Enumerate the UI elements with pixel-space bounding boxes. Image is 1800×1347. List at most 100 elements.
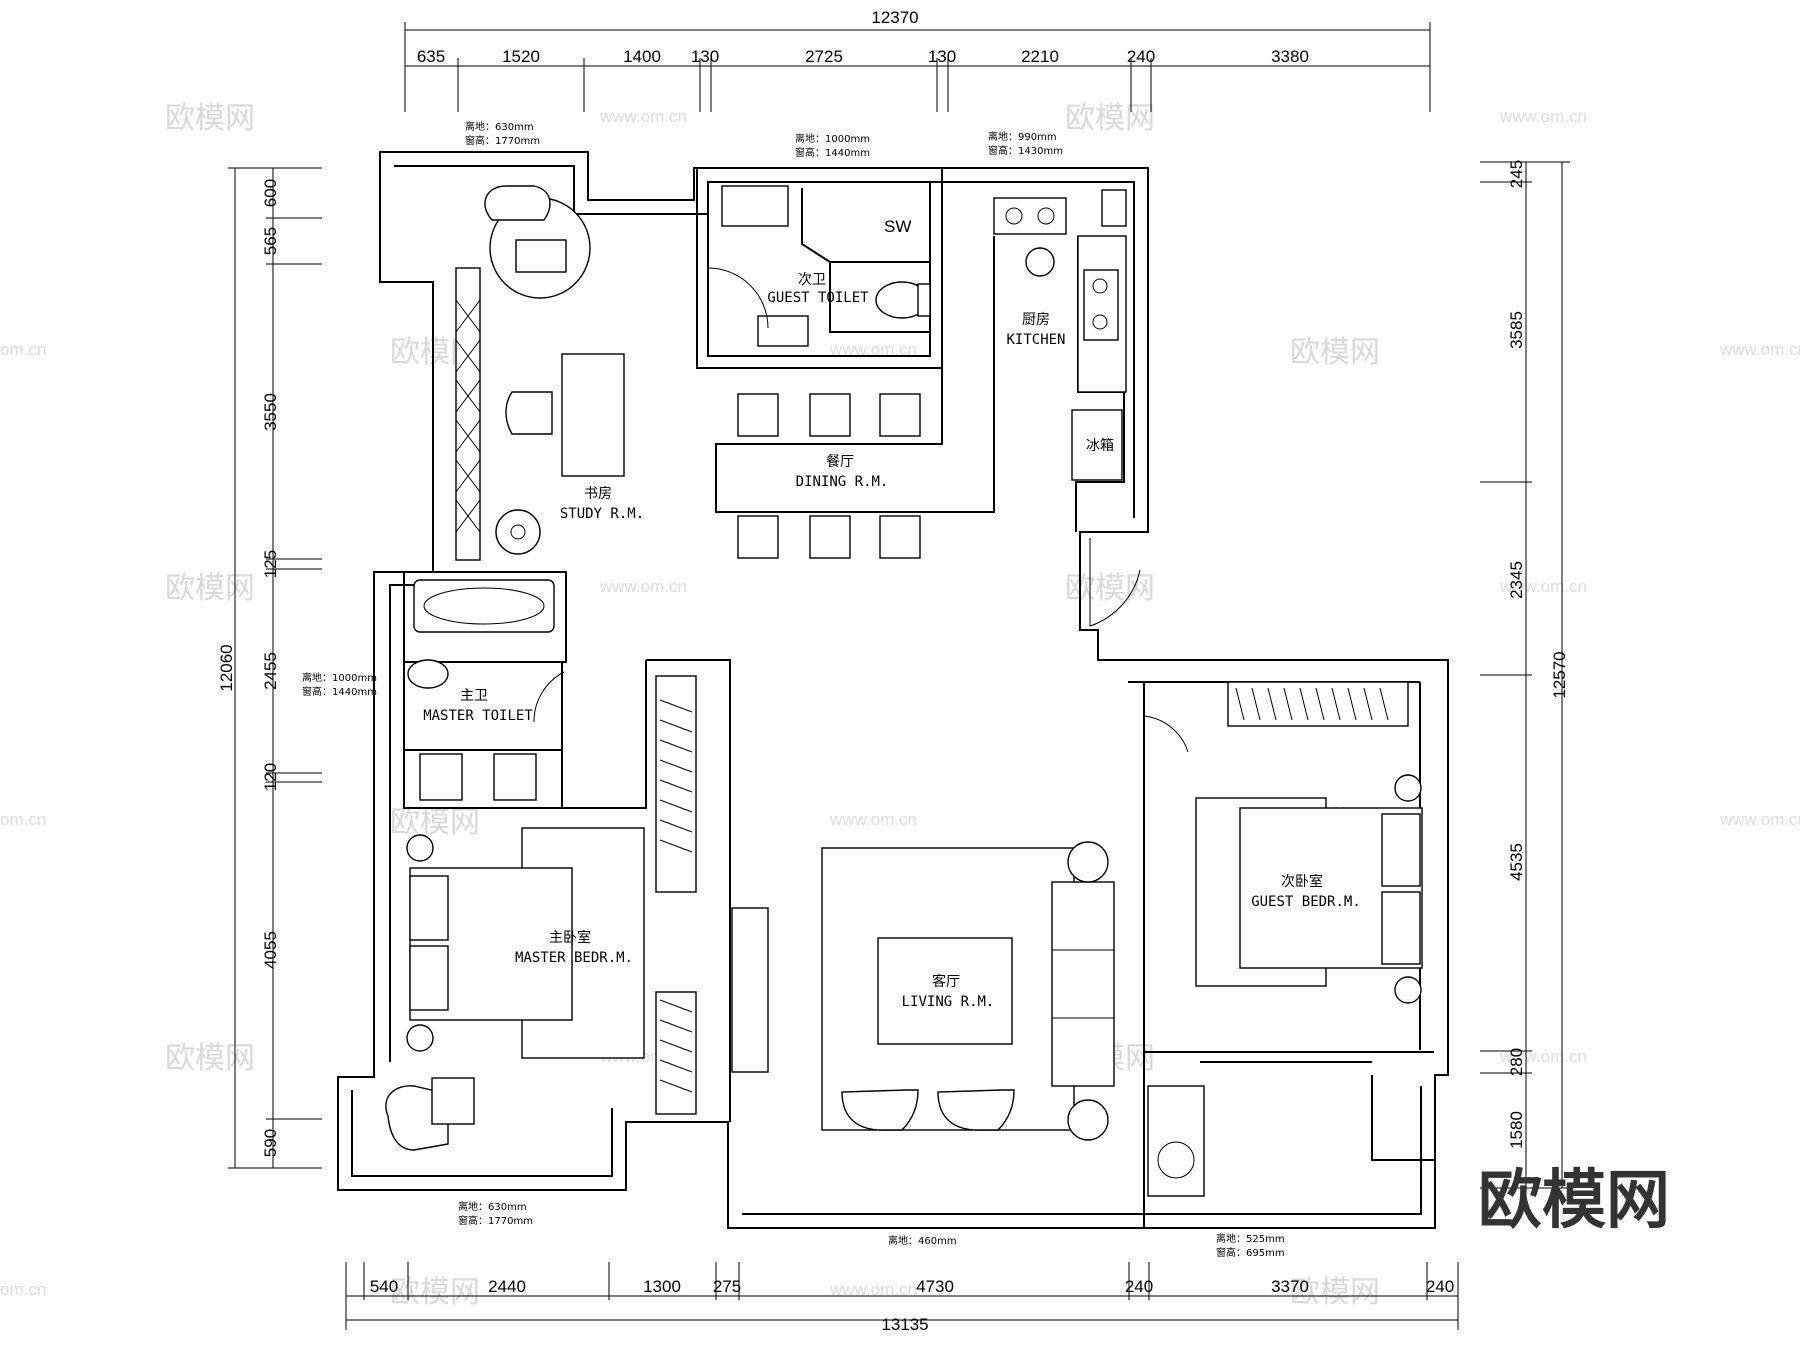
left-dim-label: 600	[261, 179, 280, 207]
left-dim-label: 125	[261, 550, 280, 578]
study-floor-lamp	[495, 509, 541, 555]
brand-logo: 欧模网	[1478, 1164, 1670, 1238]
watermark-url: www.om.cn	[1499, 1047, 1587, 1066]
fridge	[1071, 409, 1123, 481]
top-dim-label: 1520	[502, 47, 540, 66]
master-sink	[419, 753, 463, 801]
watermark-url: om.cn	[0, 340, 46, 359]
top-dim-label: 3380	[1271, 47, 1309, 66]
left-dim-label: 565	[261, 227, 280, 255]
watermark-brand: 欧模网	[1065, 571, 1155, 606]
kitchen-chef	[1025, 247, 1055, 277]
dining-stool	[879, 393, 921, 437]
top-dim-label: 1400	[623, 47, 661, 66]
watermark-url: www.om.cn	[829, 810, 917, 829]
living-coffee-table	[877, 937, 1013, 1045]
top-ticks	[457, 58, 1152, 112]
watermark-url: www.om.cn	[1719, 810, 1800, 829]
kitchen-sink	[993, 197, 1067, 235]
left-total-label: 12060	[217, 644, 236, 691]
kitchen-cabinet	[1101, 189, 1127, 227]
guest-toilet-door-swing	[707, 267, 769, 329]
right-dim-label: 245	[1507, 160, 1526, 188]
left-dim-label: 2455	[261, 652, 280, 690]
guest-toilet-sink	[721, 185, 789, 227]
study-window-height: 窗高：1770mm	[465, 134, 540, 147]
living-side-lamp	[1067, 841, 1109, 883]
right-total-label: 12570	[1550, 651, 1569, 698]
guest-bed-window-height: 窗高：695mm	[1216, 1246, 1285, 1259]
interior-walls	[403, 168, 1435, 1228]
top-dim-label: 2210	[1021, 47, 1059, 66]
dining-stool	[809, 393, 851, 437]
master-wardrobe	[655, 991, 697, 1115]
toilet-window-height: 窗高：1440mm	[795, 146, 870, 159]
living-armchair	[937, 1089, 1015, 1131]
dining-stool	[737, 393, 779, 437]
dining-stool	[737, 515, 779, 559]
watermark-url: www.om.cn	[1499, 107, 1587, 126]
kitchen-window-sill: 离地：990mm	[988, 130, 1057, 143]
master-wardrobe	[655, 675, 697, 893]
kitchen-window-height: 窗高：1430mm	[988, 144, 1063, 157]
top-dimensions: 12370 635 1520 1400 130 2725 130 2210 24…	[404, 8, 1431, 112]
living-tv-cabinet	[731, 907, 769, 1073]
watermark-url: www.om.cn	[599, 107, 687, 126]
bottom-dim-label: 3370	[1271, 1277, 1309, 1296]
watermark-url: www.om.cn	[829, 340, 917, 359]
watermark-brand: 欧模网	[1290, 1275, 1380, 1310]
right-dim-label: 1580	[1507, 1111, 1526, 1149]
right-dim-label: 4535	[1507, 843, 1526, 881]
top-dim-label: 2725	[805, 47, 843, 66]
master-bed-window-sill: 离地：630mm	[458, 1200, 527, 1213]
kitchen-label-cn: 厨房	[1022, 312, 1050, 328]
living-room: 客厅 LIVING R.M.	[731, 841, 1115, 1141]
master-toilet: 主卫 MASTER TOILET	[407, 579, 565, 801]
watermark-brand: 欧模网	[390, 1275, 480, 1310]
master-toilet-window-sill: 离地：1000mm	[302, 671, 377, 684]
study-window-sill: 离地：630mm	[465, 120, 534, 133]
left-dim-label: 120	[261, 763, 280, 791]
master-sink	[493, 753, 537, 801]
master-wc	[407, 659, 449, 689]
master-toilet-label-cn: 主卫	[460, 688, 488, 704]
dining-label-en: DINING R.M.	[796, 474, 889, 490]
top-dim-label: 240	[1127, 47, 1155, 66]
watermark-url: www.om.cn	[1499, 577, 1587, 596]
left-dim-label: 3550	[261, 393, 280, 431]
guest-bedroom-label-en: GUEST BEDR.M.	[1251, 894, 1361, 910]
dining-label-cn: 餐厅	[826, 454, 854, 470]
study-room: 书房 STUDY R.M.	[455, 185, 644, 561]
bottom-dim-label: 1300	[643, 1277, 681, 1296]
guest-toilet-vanity	[757, 315, 809, 347]
kitchen: 冰箱 厨房 KITCHEN	[993, 189, 1127, 481]
kitchen-label-en: KITCHEN	[1006, 332, 1065, 348]
toilet-window-sill: 离地：1000mm	[795, 132, 870, 145]
guest-nightstand-lamp	[1394, 976, 1422, 1004]
guest-wardrobe	[1227, 681, 1409, 727]
entrance-door	[1089, 538, 1141, 627]
guest-bed-window-sill: 离地：525mm	[1216, 1232, 1285, 1245]
right-dimensions: 245 3585 2345 4535 280 1580 12570	[1480, 160, 1570, 1189]
bottom-dim-label: 540	[370, 1277, 398, 1296]
watermark-url: om.cn	[0, 810, 46, 829]
living-window-sill: 离地：460mm	[888, 1234, 957, 1247]
guest-bedroom: 次卧室 GUEST BEDR.M.	[1143, 681, 1423, 1197]
shower-switch-label: SW	[884, 217, 911, 236]
guest-washer	[1147, 1085, 1205, 1197]
watermark-brand: 欧模网	[1290, 335, 1380, 370]
master-nightstand-lamp	[406, 1024, 434, 1052]
watermark-url: www.om.cn	[599, 577, 687, 596]
watermark-url: om.cn	[0, 1280, 46, 1299]
kitchen-stove	[1083, 269, 1119, 341]
top-total-label: 12370	[871, 8, 918, 27]
master-toilet-label-en: MASTER TOILET	[423, 708, 533, 724]
guest-toilet: SW 次卫 GUEST TOILET	[707, 185, 931, 347]
fridge-label: 冰箱	[1086, 438, 1114, 454]
bottom-dim-label: 2440	[488, 1277, 526, 1296]
watermark-brand: 欧模网	[1065, 101, 1155, 136]
study-chair	[505, 391, 553, 435]
living-sofa	[1051, 881, 1115, 1087]
dining: 餐厅 DINING R.M.	[737, 393, 921, 559]
master-toilet-door-swing	[533, 671, 565, 723]
